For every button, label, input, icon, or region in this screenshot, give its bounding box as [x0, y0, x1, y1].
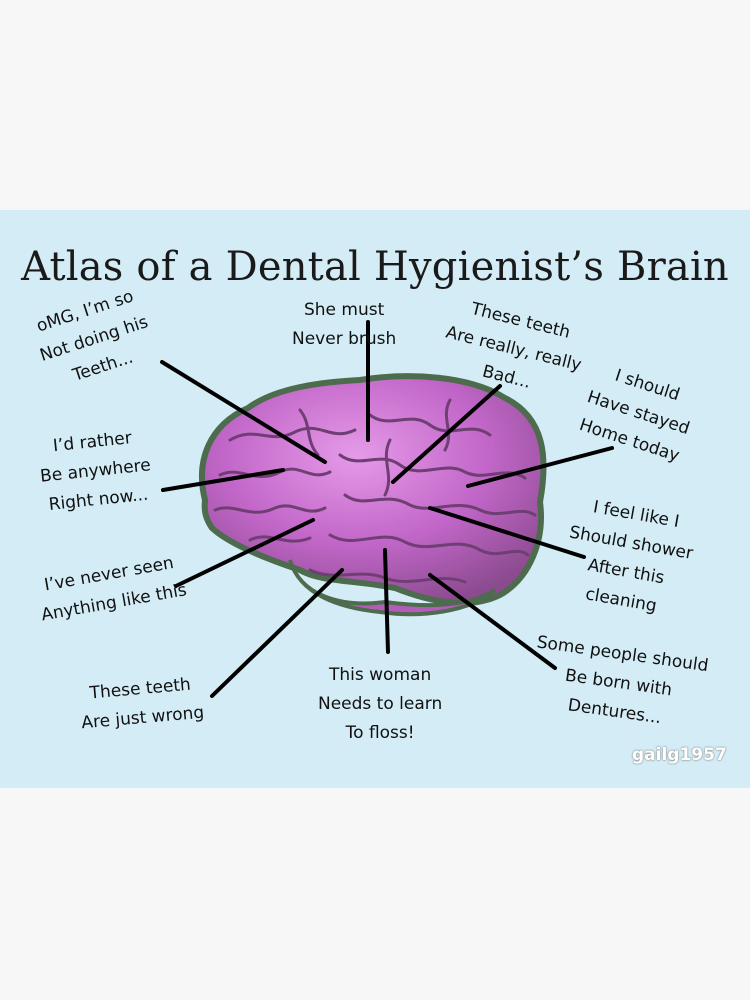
pointer-shower [428, 506, 586, 559]
poster: Atlas of a Dental Hygienist’s Brain [0, 210, 750, 788]
poster-title: Atlas of a Dental Hygienist’s Brain [21, 244, 729, 290]
brain-cerebrum [199, 373, 547, 607]
watermark: gailg1957 [632, 745, 727, 765]
pointer-really-bad [391, 384, 502, 484]
pointer-lines [160, 320, 614, 698]
brain-illustration [160, 320, 614, 698]
brain-cerebellum [288, 559, 497, 617]
pointer-never-seen [174, 518, 315, 588]
pointer-dentures [428, 573, 557, 670]
pointer-stayed-home [466, 446, 614, 488]
pointer-rather [161, 468, 285, 492]
pointer-floss [383, 548, 390, 654]
pointer-wrong [210, 568, 344, 698]
pointer-omg [160, 360, 327, 464]
